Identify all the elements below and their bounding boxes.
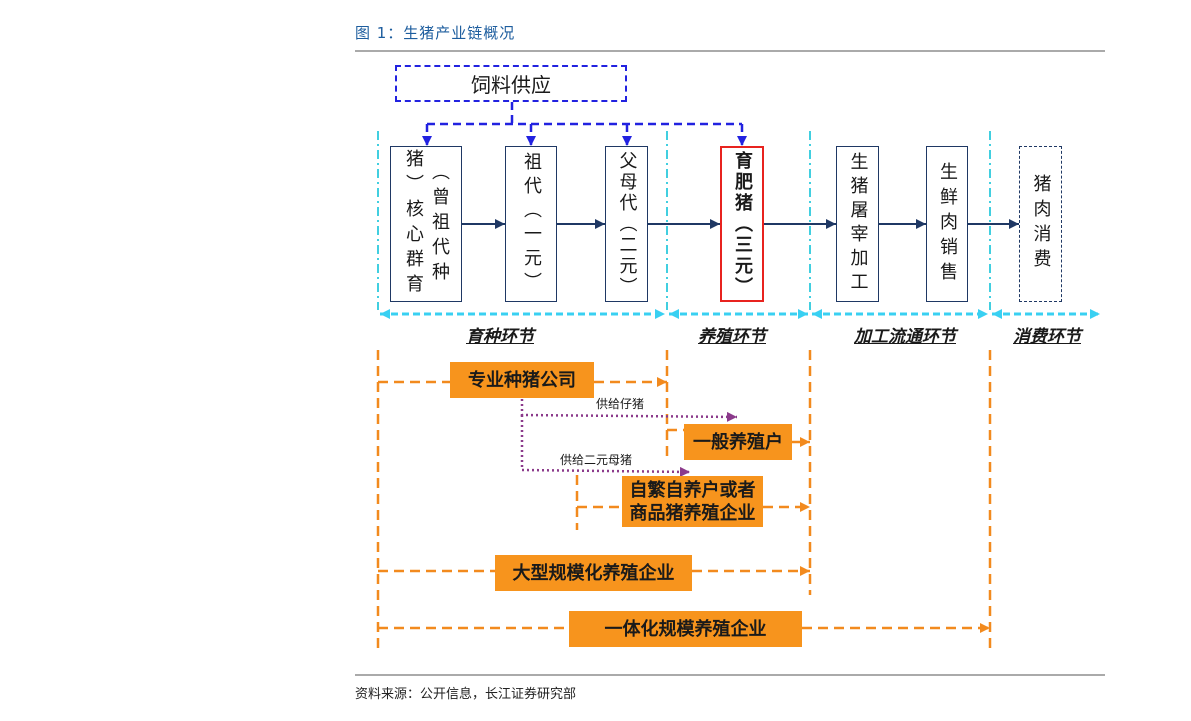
participant-label-line-2: 商品猪养殖企业 (629, 502, 756, 524)
stage-label-breeding: 育种环节 (466, 327, 534, 347)
chain-node-parent-stock: 父母代（二元） (605, 146, 648, 302)
stage-label-processing: 加工流通环节 (854, 327, 956, 347)
chain-node-nucleus-herd: （曾祖代种猪）核心群育 (390, 146, 462, 302)
participant-breeding-company: 专业种猪公司 (450, 362, 594, 398)
supply-sows-arrow (520, 415, 691, 477)
participant-label: 一体化规模养殖企业 (604, 618, 767, 640)
stage-label-farming: 养殖环节 (698, 327, 766, 347)
chain-node-grandparent: 祖代（一元） (505, 146, 557, 302)
stage-label-consumption: 消费环节 (1013, 327, 1081, 347)
feed-supply-label: 饲料供应 (471, 73, 551, 97)
supply-flow-lines (520, 399, 738, 477)
chain-node-label: 生猪屠宰加工 (847, 152, 869, 296)
chain-node-label: （曾祖代种猪）核心群育 (403, 149, 450, 299)
participant-label: 一般养殖户 (693, 431, 783, 453)
chain-node-slaughter-processing: 生猪屠宰加工 (836, 146, 879, 302)
supply-sows-label: 供给二元母猪 (560, 453, 633, 467)
participant-integrated-enterprise: 一体化规模养殖企业 (569, 611, 802, 647)
participant-label: 大型规模化养殖企业 (512, 562, 675, 584)
participant-general-household: 一般养殖户 (684, 424, 792, 460)
feed-supply-connectors (422, 102, 747, 146)
figure-title: 图 1：生猪产业链概况 (355, 24, 516, 42)
chain-node-label: 父母代（二元） (616, 150, 638, 298)
participant-label: 专业种猪公司 (468, 369, 576, 391)
chain-node-label: 祖代（一元） (521, 152, 542, 296)
chain-node-finishing-hog: 育肥猪（三元） (720, 146, 764, 302)
participant-label-line-1: 自繁自养户或者 (629, 479, 756, 501)
stage-dividers (377, 131, 991, 310)
chain-node-pork-consumption: 猪肉消费 (1019, 146, 1062, 302)
participant-scope-lines (376, 350, 992, 652)
supply-piglets-label: 供给仔猪 (596, 397, 645, 411)
chain-node-label: 生鲜肉销售 (937, 161, 958, 287)
chain-node-fresh-meat-sales: 生鲜肉销售 (926, 146, 968, 302)
chain-node-label: 育肥猪（三元） (732, 150, 753, 298)
figure-source: 资料来源：公开信息，长江证券研究部 (355, 687, 577, 702)
participant-self-breeding-enterprise: 自繁自养户或者 商品猪养殖企业 (622, 476, 763, 527)
participant-large-scale-enterprise: 大型规模化养殖企业 (495, 555, 692, 591)
chain-node-label: 猪肉消费 (1030, 174, 1052, 274)
feed-supply-box: 饲料供应 (395, 65, 627, 102)
